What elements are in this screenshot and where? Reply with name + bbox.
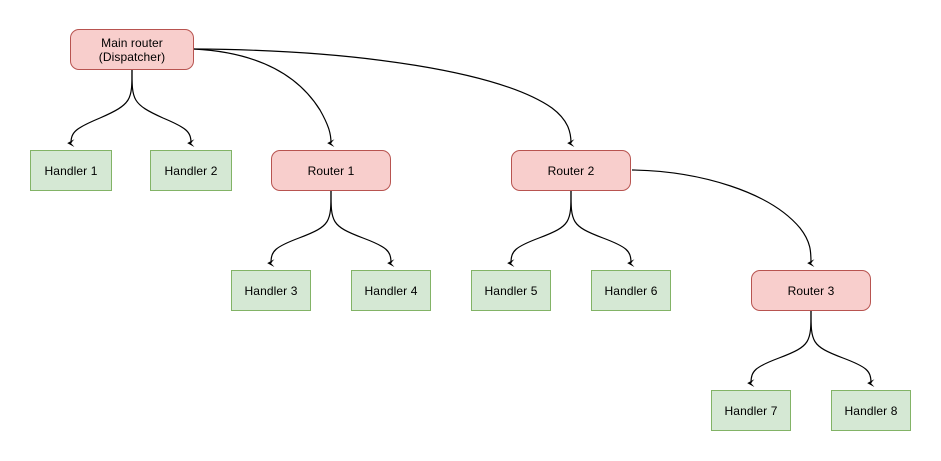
edge-router-1-to-handler-4 <box>330 190 395 267</box>
edge-router-1-to-handler-3 <box>267 190 332 268</box>
edge-router-2-to-handler-5 <box>507 190 572 268</box>
node-label-router-3: Router 3 <box>787 283 835 298</box>
node-main-router[interactable]: Main router (Dispatcher) <box>70 29 194 70</box>
node-router-3[interactable]: Router 3 <box>751 270 871 311</box>
edge-router-2-to-router-3 <box>631 169 815 267</box>
node-handler-1[interactable]: Handler 1 <box>30 150 112 191</box>
node-label-handler-2: Handler 2 <box>164 163 218 178</box>
edge-router-3-to-handler-7 <box>747 310 812 388</box>
edge-main-router-to-handler-2 <box>131 69 195 147</box>
node-label-router-2: Router 2 <box>547 163 595 178</box>
node-router-2[interactable]: Router 2 <box>511 150 631 191</box>
node-handler-6[interactable]: Handler 6 <box>591 270 671 311</box>
node-label-router-1: Router 1 <box>307 163 355 178</box>
edge-main-router-to-router-2 <box>193 48 575 147</box>
node-label-handler-3: Handler 3 <box>244 283 298 298</box>
node-label-handler-5: Handler 5 <box>484 283 538 298</box>
node-handler-4[interactable]: Handler 4 <box>351 270 431 311</box>
node-handler-8[interactable]: Handler 8 <box>831 390 911 431</box>
node-label-handler-4: Handler 4 <box>364 283 418 298</box>
edge-main-router-to-handler-1 <box>67 69 133 148</box>
edge-router-3-to-handler-8 <box>810 310 875 387</box>
node-label-handler-1: Handler 1 <box>44 163 98 178</box>
edge-router-2-to-handler-6 <box>570 190 635 267</box>
node-handler-3[interactable]: Handler 3 <box>231 270 311 311</box>
node-handler-7[interactable]: Handler 7 <box>711 390 791 431</box>
node-handler-5[interactable]: Handler 5 <box>471 270 551 311</box>
node-label-handler-6: Handler 6 <box>604 283 658 298</box>
node-handler-2[interactable]: Handler 2 <box>150 150 232 191</box>
node-router-1[interactable]: Router 1 <box>271 150 391 191</box>
edge-main-router-to-router-1 <box>193 48 335 147</box>
node-label-handler-8: Handler 8 <box>844 403 898 418</box>
node-label-handler-7: Handler 7 <box>724 403 778 418</box>
edge-paths <box>67 48 875 388</box>
node-label-main-router: Main router (Dispatcher) <box>98 35 166 64</box>
